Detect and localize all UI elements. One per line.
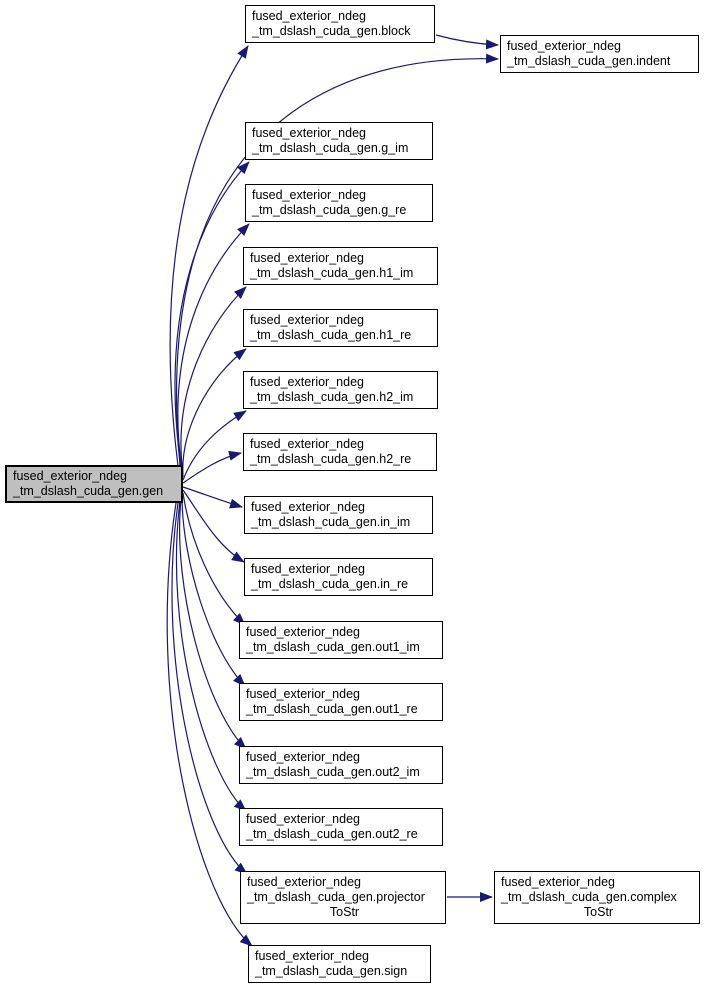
node-label-line: _tm_dslash_cuda_gen.in_im: [251, 515, 411, 529]
node-label-line: ToStr: [329, 905, 360, 919]
edge-gen-to-h1_re: [182, 348, 247, 478]
node-label-line: _tm_dslash_cuda_gen.projector: [247, 890, 425, 904]
node-projector-to-str[interactable]: fused_exterior_ndeg _tm_dslash_cuda_gen.…: [240, 871, 446, 924]
edge-gen-to-in_re: [182, 489, 245, 563]
edge-gen-to-block: [169, 45, 249, 467]
edge-gen-to-g_re: [177, 223, 250, 472]
node-label-line: _tm_dslash_cuda_gen.gen: [13, 484, 164, 498]
node-label-line: fused_exterior_ndeg: [250, 437, 364, 451]
node-label-line: _tm_dslash_cuda_gen.out1_re: [246, 702, 418, 716]
node-label-line: _tm_dslash_cuda_gen.h1_im: [250, 266, 414, 280]
node-label-line: fused_exterior_ndeg: [246, 750, 360, 764]
node-label-line: fused_exterior_ndeg: [246, 625, 360, 639]
node-indent[interactable]: fused_exterior_ndeg _tm_dslash_cuda_gen.…: [500, 35, 699, 73]
node-g-im[interactable]: fused_exterior_ndeg _tm_dslash_cuda_gen.…: [245, 122, 433, 160]
node-block[interactable]: fused_exterior_ndeg _tm_dslash_cuda_gen.…: [245, 5, 435, 43]
node-label-line: _tm_dslash_cuda_gen.h2_im: [250, 390, 414, 404]
node-label-line: _tm_dslash_cuda_gen.g_im: [252, 141, 409, 155]
node-out1-re[interactable]: fused_exterior_ndeg _tm_dslash_cuda_gen.…: [239, 683, 443, 721]
edge-gen-to-h2_im: [182, 410, 247, 481]
node-label-line: _tm_dslash_cuda_gen.sign: [255, 964, 408, 978]
node-label-line: fused_exterior_ndeg: [246, 687, 360, 701]
node-h1-re[interactable]: fused_exterior_ndeg _tm_dslash_cuda_gen.…: [243, 309, 438, 347]
edge-gen-to-out1_re: [181, 495, 246, 687]
edge-gen-to-projectorToStr: [171, 502, 248, 875]
edge-gen-to-out1_im: [182, 492, 246, 626]
node-in-im[interactable]: fused_exterior_ndeg _tm_dslash_cuda_gen.…: [244, 496, 433, 534]
node-label-line: fused_exterior_ndeg: [250, 251, 364, 265]
node-label-line: fused_exterior_ndeg: [251, 562, 365, 576]
node-label-line: fused_exterior_ndeg: [250, 375, 364, 389]
node-h2-re[interactable]: fused_exterior_ndeg _tm_dslash_cuda_gen.…: [243, 433, 437, 471]
node-label-line: _tm_dslash_cuda_gen.out2_re: [246, 827, 418, 841]
node-label-line: _tm_dslash_cuda_gen.h2_re: [250, 452, 412, 466]
node-sign[interactable]: fused_exterior_ndeg _tm_dslash_cuda_gen.…: [248, 945, 431, 983]
node-label-line: fused_exterior_ndeg: [255, 949, 369, 963]
node-label-line: _tm_dslash_cuda_gen.h1_re: [250, 328, 412, 342]
node-label-line: _tm_dslash_cuda_gen.out2_im: [246, 765, 420, 779]
node-label-line: _tm_dslash_cuda_gen.out1_im: [246, 640, 420, 654]
node-label-line: fused_exterior_ndeg: [13, 469, 127, 483]
node-complex-to-str[interactable]: fused_exterior_ndeg _tm_dslash_cuda_gen.…: [494, 871, 700, 924]
node-label-line: _tm_dslash_cuda_gen.block: [252, 24, 411, 38]
node-label-line: fused_exterior_ndeg: [250, 313, 364, 327]
node-h1-im[interactable]: fused_exterior_ndeg _tm_dslash_cuda_gen.…: [243, 247, 438, 285]
node-label-line: fused_exterior_ndeg: [252, 126, 366, 140]
edge-gen-to-out2_im: [179, 498, 247, 750]
node-label-line: _tm_dslash_cuda_gen.g_re: [252, 203, 407, 217]
node-g-re[interactable]: fused_exterior_ndeg _tm_dslash_cuda_gen.…: [245, 184, 433, 222]
node-out1-im[interactable]: fused_exterior_ndeg _tm_dslash_cuda_gen.…: [239, 621, 443, 659]
node-label-line: fused_exterior_ndeg: [246, 812, 360, 826]
node-label-line: fused_exterior_ndeg: [247, 875, 361, 889]
node-out2-im[interactable]: fused_exterior_ndeg _tm_dslash_cuda_gen.…: [239, 746, 443, 784]
node-gen: fused_exterior_ndeg _tm_dslash_cuda_gen.…: [5, 465, 183, 503]
node-label-line: fused_exterior_ndeg: [252, 188, 366, 202]
node-label-line: _tm_dslash_cuda_gen.in_re: [251, 577, 409, 591]
node-in-re[interactable]: fused_exterior_ndeg _tm_dslash_cuda_gen.…: [244, 558, 433, 596]
node-h2-im[interactable]: fused_exterior_ndeg _tm_dslash_cuda_gen.…: [243, 371, 438, 409]
edge-gen-to-out2_re: [175, 500, 247, 812]
edge-gen-to-h2_re: [182, 450, 242, 484]
edge-gen-to-sign: [166, 502, 253, 947]
node-label-line: _tm_dslash_cuda_gen.complex: [501, 890, 677, 904]
edge-gen-to-g_im: [174, 161, 250, 469]
node-label-line: ToStr: [583, 905, 614, 919]
edge-gen-to-h1_im: [180, 286, 247, 475]
edge-block-to-indent: [435, 34, 499, 50]
node-label-line: fused_exterior_ndeg: [507, 39, 621, 53]
node-label-line: fused_exterior_ndeg: [251, 500, 365, 514]
node-label-line: _tm_dslash_cuda_gen.indent: [507, 54, 671, 68]
node-label-line: fused_exterior_ndeg: [501, 875, 615, 889]
node-out2-re[interactable]: fused_exterior_ndeg _tm_dslash_cuda_gen.…: [239, 808, 443, 846]
node-label-line: fused_exterior_ndeg: [252, 9, 366, 23]
edge-gen-to-in_im: [182, 486, 243, 509]
